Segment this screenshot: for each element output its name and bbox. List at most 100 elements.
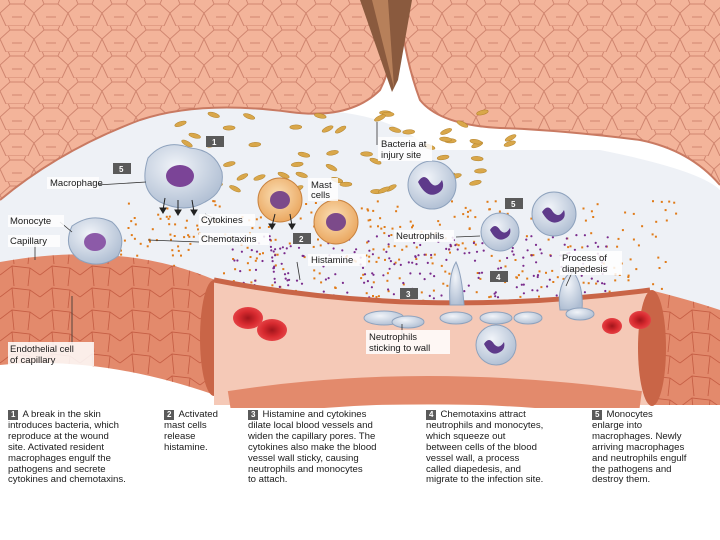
chemotaxin-dot bbox=[464, 247, 467, 250]
histamine-dot bbox=[341, 249, 344, 252]
bacterium bbox=[474, 168, 487, 174]
histamine-dot bbox=[603, 282, 606, 285]
histamine-dot bbox=[367, 240, 370, 243]
histamine-dot bbox=[272, 250, 275, 253]
histamine-dot bbox=[448, 248, 451, 251]
chemotaxin-dot bbox=[552, 281, 555, 283]
bacterium bbox=[290, 161, 304, 167]
bacterium bbox=[236, 173, 249, 181]
chemotaxin-dot bbox=[189, 242, 192, 245]
chemotaxin-dot bbox=[317, 238, 319, 241]
histamine-dot bbox=[512, 253, 515, 256]
chemotaxin-dot bbox=[167, 217, 170, 220]
chemotaxin-dot bbox=[255, 218, 258, 221]
chemotaxin-dot bbox=[451, 200, 453, 203]
chemotaxin-dot bbox=[624, 211, 627, 214]
histamine-dot bbox=[432, 297, 435, 300]
chemotaxin-dot bbox=[387, 290, 390, 293]
mast-cells bbox=[257, 177, 359, 245]
chemotaxin-dot bbox=[437, 220, 440, 223]
chemotaxin-dot bbox=[514, 259, 517, 261]
chemotaxin-dot bbox=[660, 200, 663, 203]
macrophage bbox=[144, 144, 223, 209]
chemotaxin-dot bbox=[469, 209, 472, 212]
chemotaxin-dot bbox=[551, 269, 554, 272]
chemotaxin-dot bbox=[246, 246, 249, 249]
chemotaxin-dot bbox=[232, 258, 235, 260]
chemotaxin-dot bbox=[386, 272, 389, 275]
histamine-dot bbox=[254, 268, 258, 271]
chemotaxin-dot bbox=[519, 295, 522, 298]
histamine-dot bbox=[382, 274, 385, 277]
histamine-dot bbox=[539, 248, 542, 251]
histamine-dot bbox=[445, 258, 448, 261]
bacterium bbox=[314, 113, 327, 119]
chemotaxin-dot bbox=[379, 217, 382, 220]
label-endothelial-2: of capillary bbox=[10, 355, 56, 366]
histamine-dot bbox=[393, 263, 396, 266]
histamine-dot bbox=[575, 234, 578, 237]
histamine-dot bbox=[426, 261, 429, 264]
chemotaxin-dot bbox=[188, 235, 191, 238]
chemotaxin-dot bbox=[526, 277, 529, 280]
chemotaxin-dot bbox=[398, 277, 401, 280]
chemotaxin-dot bbox=[360, 277, 363, 280]
histamine-dot bbox=[535, 261, 538, 264]
chemotaxin-dot bbox=[187, 234, 190, 237]
bacterium bbox=[181, 139, 193, 148]
chemotaxin-dot bbox=[515, 276, 518, 279]
chemotaxin-dot bbox=[448, 272, 451, 275]
chemotaxin-dot bbox=[401, 248, 404, 251]
chemotaxin-dot bbox=[592, 216, 595, 218]
chemotaxin-dot bbox=[540, 286, 543, 289]
chemotaxin-dot bbox=[538, 270, 541, 273]
bacterium bbox=[436, 154, 450, 161]
chemotaxin-dot bbox=[380, 227, 383, 230]
histamine-dot bbox=[287, 272, 290, 275]
chemotaxin-dot bbox=[412, 224, 414, 227]
svg-text:5: 5 bbox=[511, 200, 516, 209]
chemotaxin-dot bbox=[151, 228, 154, 231]
monocyte bbox=[67, 217, 123, 265]
chemotaxin-dot bbox=[130, 220, 133, 223]
histamine-dot bbox=[239, 270, 242, 273]
chemotaxin-dot bbox=[267, 226, 270, 228]
chemotaxin-dot bbox=[432, 289, 435, 292]
chemotaxin-dot bbox=[530, 217, 533, 220]
histamine-dot bbox=[370, 286, 373, 289]
chemotaxin-dot bbox=[394, 261, 397, 264]
chemotaxin-dot bbox=[384, 258, 386, 261]
histamine-dot bbox=[250, 249, 253, 252]
chemotaxin-dot bbox=[453, 215, 456, 218]
histamine-dot bbox=[522, 264, 525, 267]
chemotaxin-dot bbox=[254, 259, 257, 262]
histamine-dot bbox=[415, 263, 418, 266]
bacterium bbox=[360, 151, 373, 157]
histamine-dot bbox=[371, 272, 374, 275]
histamine-dot bbox=[481, 242, 484, 245]
chemotaxin-dot bbox=[180, 254, 182, 257]
caption-number: 2 bbox=[164, 410, 175, 420]
caption-number: 5 bbox=[592, 410, 603, 420]
step-badge-2: 2 bbox=[293, 233, 311, 244]
chemotaxin-dot bbox=[431, 262, 434, 265]
bacterium bbox=[378, 186, 390, 194]
chemotaxin-dot bbox=[632, 238, 635, 241]
chemotaxin-dot bbox=[282, 268, 285, 271]
chemotaxin-dot bbox=[314, 202, 317, 204]
caption-number: 3 bbox=[248, 410, 259, 420]
bacterium bbox=[326, 150, 339, 156]
chemotaxin-dot bbox=[310, 211, 313, 214]
chemotaxin-dot bbox=[177, 245, 180, 248]
bacterium bbox=[339, 181, 353, 187]
histamine-dot bbox=[368, 249, 371, 252]
chemotaxin-dot bbox=[504, 265, 507, 268]
histamine-dot bbox=[530, 254, 533, 257]
histamine-dot bbox=[407, 261, 410, 264]
chemotaxin-dot bbox=[654, 235, 657, 238]
label-monocyte: Monocyte bbox=[10, 216, 51, 227]
histamine-dot bbox=[274, 248, 277, 251]
chemotaxin-dot bbox=[525, 235, 528, 238]
histamine-dot bbox=[322, 290, 325, 293]
